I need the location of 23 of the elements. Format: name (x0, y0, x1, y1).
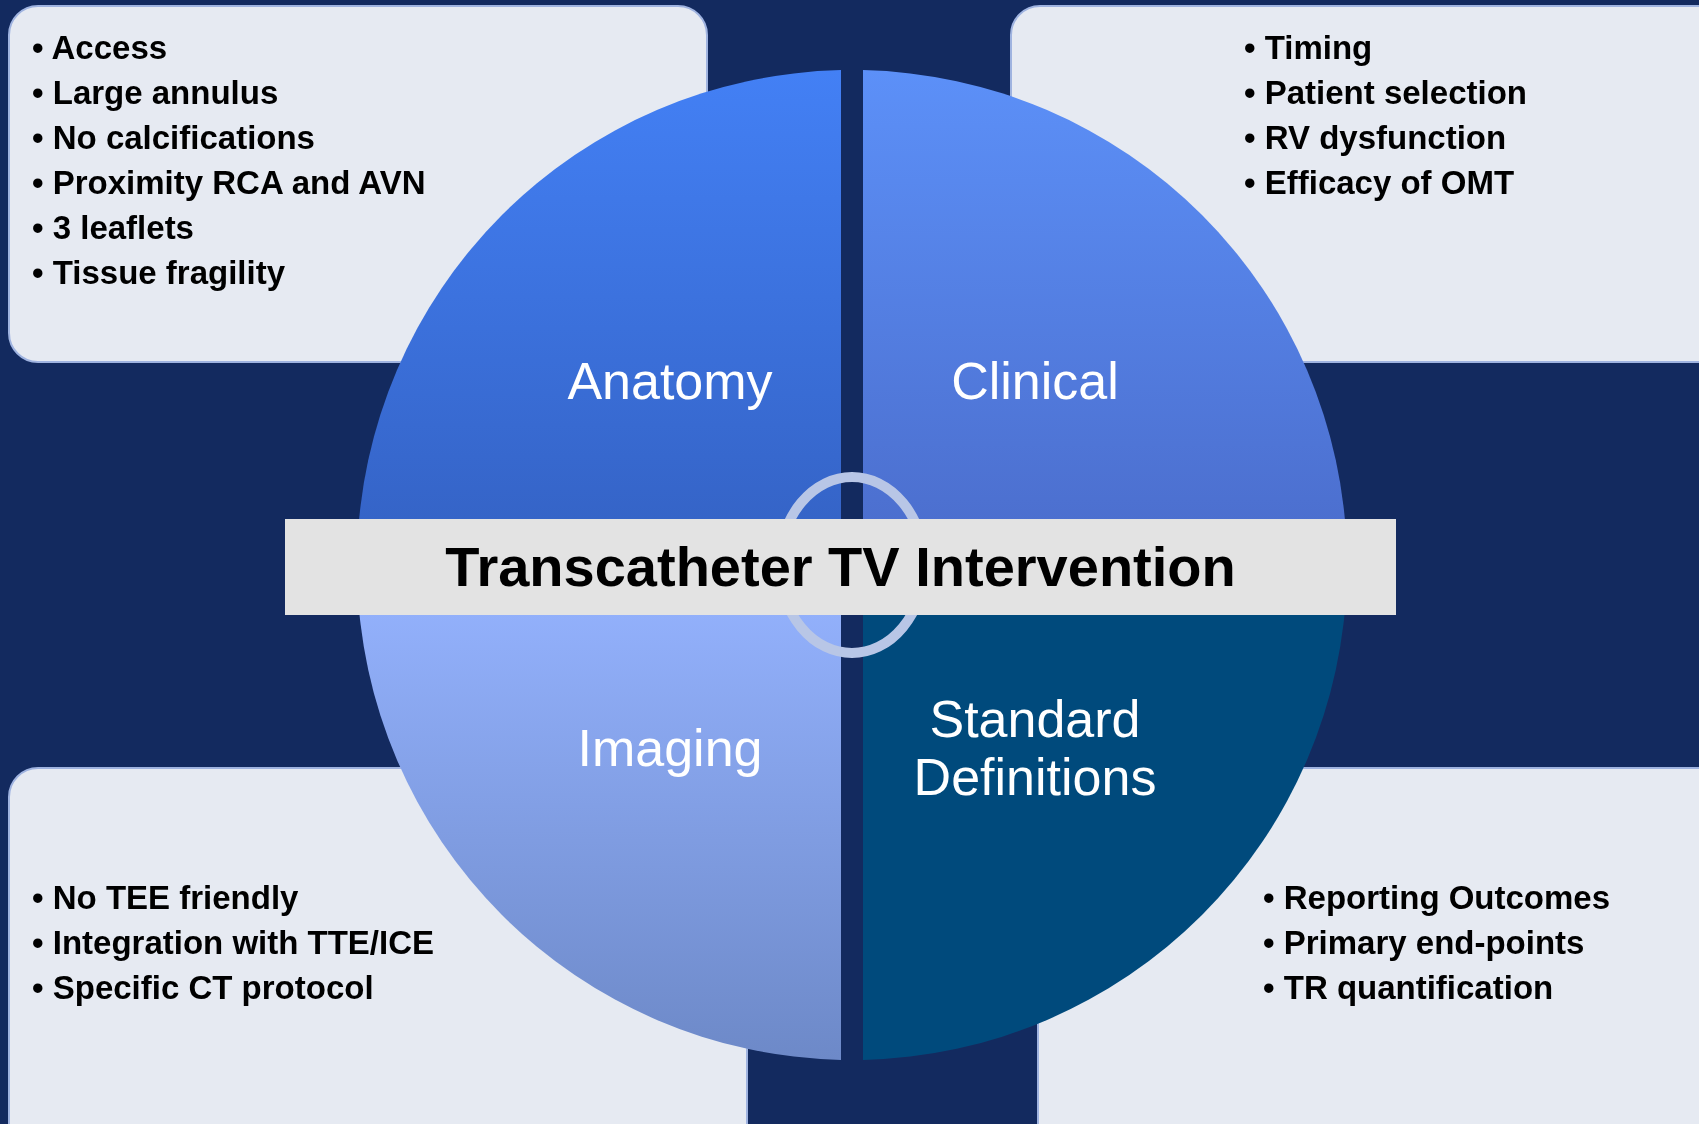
circle-segment (357, 70, 841, 519)
bullet-item: • Primary end-points (1263, 923, 1586, 963)
bullet-item: • Access (32, 28, 169, 68)
bullet-item: • No calcifications (32, 118, 316, 158)
bullet-item: • Proximity RCA and AVN (32, 163, 426, 203)
segment-label: Standard Definitions (912, 690, 1158, 806)
bullet-item: • RV dysfunction (1244, 118, 1508, 158)
bullet-item: • No TEE friendly (32, 878, 300, 918)
segment-label: Anatomy (566, 352, 774, 410)
bullet-item: • Large annulus (32, 73, 280, 113)
segment-label: Imaging (576, 719, 764, 777)
bullet-item: • Tissue fragility (32, 253, 287, 293)
bullet-item: • Efficacy of OMT (1244, 163, 1516, 203)
segment-label: Clinical (950, 352, 1120, 410)
bullet-item: • Reporting Outcomes (1263, 878, 1611, 918)
bullet-item: • 3 leaflets (32, 208, 195, 248)
bullet-item: • Timing (1244, 28, 1374, 68)
bullet-item: • TR quantification (1263, 968, 1555, 1008)
bullet-item: • Specific CT protocol (32, 968, 375, 1008)
bullet-item: • Patient selection (1244, 73, 1527, 113)
banner-title: Transcatheter TV Intervention (445, 534, 1236, 600)
bullet-item: • Integration with TTE/ICE (32, 923, 435, 963)
title-banner (285, 519, 1396, 615)
